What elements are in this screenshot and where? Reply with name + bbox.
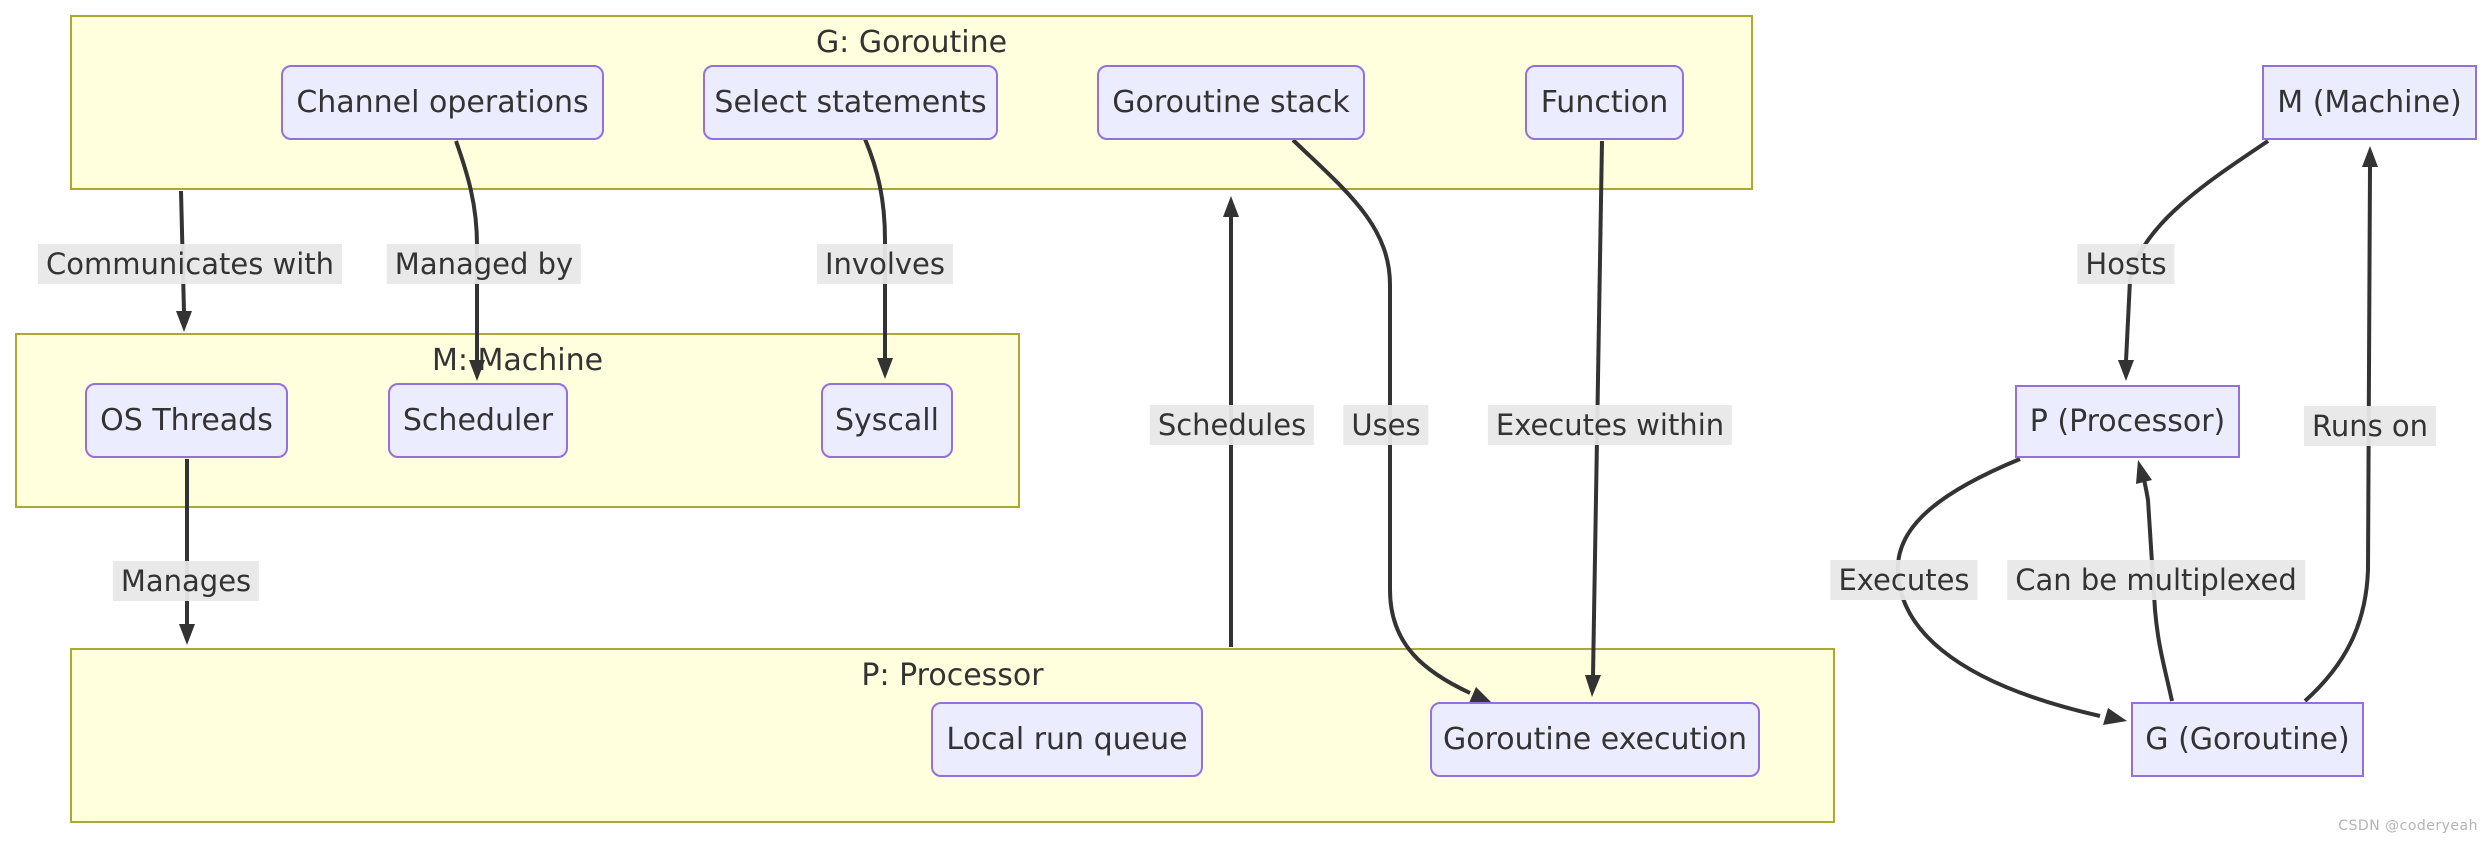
node-goroutine-stack: Goroutine stack xyxy=(1097,65,1365,140)
node-label: OS Threads xyxy=(100,403,273,438)
edge-label-runs-on: Runs on xyxy=(2303,406,2437,446)
node-g-goroutine: G (Goroutine) xyxy=(2131,702,2364,777)
node-select-statements: Select statements xyxy=(703,65,998,140)
cluster-p-title: P: Processor xyxy=(861,658,1044,693)
edge-label-involves: Involves xyxy=(816,244,954,284)
csdn-watermark: CSDN @coderyeah xyxy=(2338,818,2478,834)
cluster-g-title: G: Goroutine xyxy=(815,25,1008,60)
node-label: P (Processor) xyxy=(2029,404,2226,439)
node-label: Select statements xyxy=(714,85,987,120)
node-label: Goroutine execution xyxy=(1443,722,1747,757)
edge-label-manages: Manages xyxy=(112,561,260,601)
node-label: Scheduler xyxy=(402,403,554,438)
node-channel-operations: Channel operations xyxy=(281,65,604,140)
node-label: M (Machine) xyxy=(2277,85,2462,120)
node-label: G (Goroutine) xyxy=(2145,722,2350,757)
node-label: Goroutine stack xyxy=(1112,85,1350,120)
edge-label-executes-within: Executes within xyxy=(1487,405,1733,445)
node-label: Channel operations xyxy=(296,85,589,120)
edge-label-communicates-with: Communicates with xyxy=(37,244,343,284)
node-function: Function xyxy=(1525,65,1684,140)
node-label: Function xyxy=(1540,85,1669,120)
edge-label-executes: Executes xyxy=(1830,560,1978,600)
node-label: Local run queue xyxy=(946,722,1188,757)
node-scheduler: Scheduler xyxy=(388,383,568,458)
cluster-m-title: M: Machine xyxy=(431,343,604,378)
node-m-machine: M (Machine) xyxy=(2262,65,2477,140)
edge-label-hosts: Hosts xyxy=(2077,244,2175,284)
edge-label-managed-by: Managed by xyxy=(386,244,582,284)
node-local-run-queue: Local run queue xyxy=(931,702,1203,777)
edge-label-uses: Uses xyxy=(1343,405,1429,445)
edge-label-can-be-multiplexed: Can be multiplexed xyxy=(2007,560,2305,600)
node-os-threads: OS Threads xyxy=(85,383,288,458)
node-label: Syscall xyxy=(835,403,939,438)
node-goroutine-execution: Goroutine execution xyxy=(1430,702,1760,777)
node-syscall: Syscall xyxy=(821,383,953,458)
node-p-processor: P (Processor) xyxy=(2015,385,2240,458)
edge-label-schedules: Schedules xyxy=(1149,405,1315,445)
